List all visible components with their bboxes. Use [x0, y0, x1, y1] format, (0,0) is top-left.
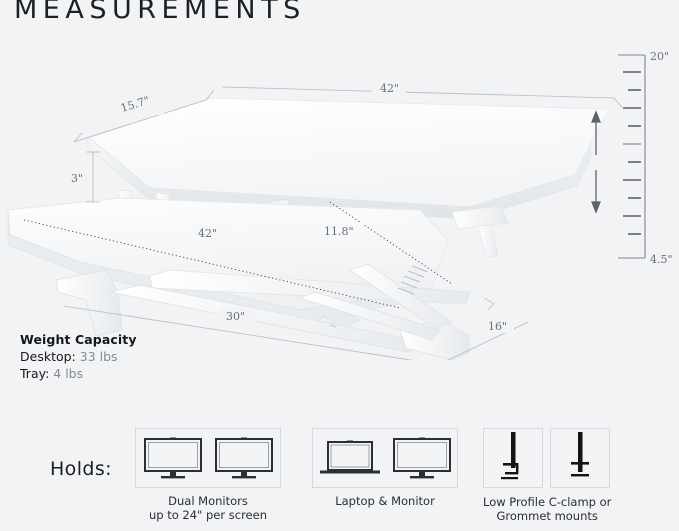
caption-line-2: Grommet mounts	[496, 509, 598, 523]
holds-item-mounts: Low Profile C-clamp or Grommet mounts	[483, 428, 611, 523]
desktop-capacity-label: Desktop:	[20, 349, 76, 364]
caption-line-1: Low Profile C-clamp or	[483, 495, 612, 509]
dual-monitors-caption: Dual Monitors up to 24" per screen	[135, 494, 281, 522]
desktop-capacity-value: 33 lbs	[79, 349, 118, 364]
tray-capacity-label: Tray:	[20, 366, 50, 381]
weight-capacity-row: Desktop: 33 lbs	[20, 348, 137, 365]
holds-item-dual-monitors: Dual Monitors up to 24" per screen	[135, 428, 281, 522]
label-height-min: 4.5"	[650, 253, 673, 266]
label-tray-depth: 11.8"	[324, 225, 354, 238]
label-height-max: 20"	[650, 50, 669, 63]
laptop-icon	[319, 440, 380, 474]
dual-monitors-panel	[135, 428, 281, 488]
label-base-depth: 16"	[488, 320, 507, 333]
grommet-icon	[571, 432, 589, 477]
monitor-icon	[392, 437, 451, 479]
monitor-icon	[214, 437, 273, 479]
holds-item-laptop-monitor: Laptop & Monitor	[312, 428, 458, 508]
laptop-monitor-caption: Laptop & Monitor	[312, 494, 458, 508]
weight-capacity-row: Tray: 4 lbs	[20, 365, 137, 382]
mounts-caption: Low Profile C-clamp or Grommet mounts	[483, 495, 611, 523]
monitor-icon	[143, 437, 202, 479]
weight-capacity-block: Weight Capacity Desktop: 33 lbs Tray: 4 …	[20, 331, 137, 382]
dimension-lines	[63, 86, 623, 360]
label-tray-width: 42"	[198, 227, 217, 240]
grommet-panel	[550, 428, 610, 488]
caption-line-2: up to 24" per screen	[148, 508, 267, 522]
dimension-labels: 15.7" 42" 3" 42" 11.8" 30" 16"	[71, 80, 514, 333]
height-arrows	[591, 110, 601, 214]
caption-line-1: Dual Monitors	[168, 494, 248, 508]
crank-detail	[329, 297, 495, 328]
c-clamp-panel	[483, 428, 543, 488]
desk-illustration: 15.7" 42" 3" 42" 11.8" 30" 16"	[0, 30, 679, 360]
height-ruler: 20" 4.5"	[591, 50, 673, 266]
tray-capacity-value: 4 lbs	[53, 366, 84, 381]
page-title: MEASUREMENTS	[14, 0, 306, 25]
ruler-ticks	[623, 71, 641, 235]
desk-right-support	[451, 205, 509, 258]
holds-label: Holds:	[50, 458, 112, 480]
base-frame	[55, 263, 471, 360]
tray-dimension-lines	[23, 201, 453, 309]
hardware-detail	[397, 265, 429, 295]
mount-panels	[483, 428, 611, 488]
holds-section: Holds: Dual Mo	[0, 415, 679, 531]
label-tray-gap: 3"	[71, 172, 83, 185]
weight-capacity-heading: Weight Capacity	[20, 332, 137, 347]
desktop-surface	[86, 97, 610, 220]
label-desktop-width: 42"	[380, 82, 399, 95]
c-clamp-icon	[501, 432, 519, 480]
laptop-monitor-panel	[312, 428, 458, 488]
caption-line-1: Laptop & Monitor	[335, 494, 435, 508]
label-base-width: 30"	[226, 310, 245, 323]
